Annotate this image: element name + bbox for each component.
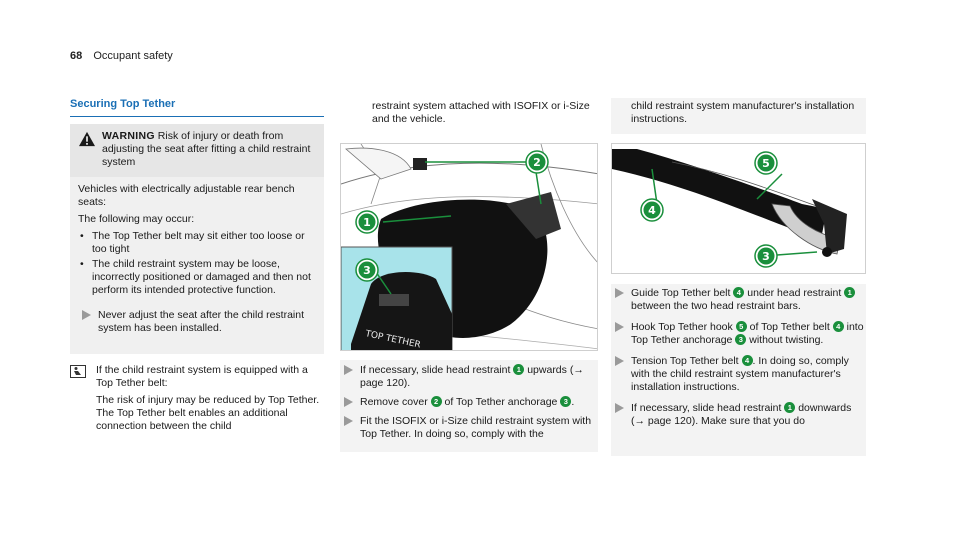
callout-1-label: 1 [363,216,371,229]
callout-4: 4 [640,198,664,222]
warning-triangle-icon [79,131,95,147]
note-line-1: If the child restraint system is equippe… [96,364,308,389]
step-item: If necessary, slide head restraint 1 upw… [340,364,598,390]
step-text: Hook Top Tether hook [631,321,736,333]
step-arrow-icon [615,322,624,332]
section-name: Occupant safety [93,50,173,62]
step-text: Guide Top Tether belt [631,287,734,299]
callout-3-label: 3 [363,264,371,277]
step-item: Guide Top Tether belt 4 under head restr… [611,287,866,313]
callout-ref: 1 [844,287,856,298]
warning-bullets: The Top Tether belt may sit either too l… [78,230,316,297]
headrest-drawing: TOP TETHER 1 2 3 [341,144,597,350]
warning-head-text: WARNING Risk of injury or death from adj… [102,130,316,169]
step-item: Fit the ISOFIX or i-Size child restraint… [340,415,598,441]
step-text: of Top Tether anchorage [441,396,561,408]
step-item: Tension Top Tether belt 4. In doing so, … [611,355,866,394]
callout-ref: 3 [560,396,572,407]
callout-ref: 4 [733,287,745,298]
step-text: Fit the ISOFIX or i-Size child restraint… [360,415,592,440]
step-text: into Top Tether anchorage [631,321,864,346]
step-text: of Top Tether belt [746,321,833,333]
page-header: 68 Occupant safety [70,50,173,62]
callout-3b-label: 3 [762,250,770,263]
callout-5-label: 5 [762,157,770,170]
warning-step-text: Never adjust the seat after the child re… [98,309,305,334]
warning-box: WARNING Risk of injury or death from adj… [70,124,324,354]
callout-ref: 1 [784,402,796,413]
callout-ref: 3 [735,334,747,345]
callout-2: 2 [525,150,549,174]
warning-lead: The following may occur: [78,213,195,225]
step-text: Remove cover [360,396,431,408]
column-2-continuation: restraint system attached with ISOFIX or… [372,100,590,125]
list-item: The Top Tether belt may sit either too l… [78,230,316,256]
step-arrow-icon [344,416,353,426]
child-seat-icon [70,365,86,378]
column-3-continuation-box: child restraint system manufacturer's in… [611,98,866,134]
callout-ref: 4 [832,321,844,332]
warning-header: WARNING Risk of injury or death from adj… [70,124,324,177]
callout-ref: 1 [513,364,525,375]
callout-ref: 2 [430,396,442,407]
tether-drawing: 4 5 3 [612,149,847,268]
column-3-steps: Guide Top Tether belt 4 under head restr… [611,284,866,456]
step-text: without twisting. [746,334,824,346]
warning-intro: Vehicles with electrically adjustable re… [78,183,295,208]
step-item: Hook Top Tether hook 5 of Top Tether bel… [611,321,866,347]
section-title: Securing Top Tether [70,98,324,117]
step-text: under head restraint [744,287,845,299]
step-text: between the two head restraint bars. [631,300,801,312]
step-item: Remove cover 2 of Top Tether anchorage 3… [340,396,598,409]
warning-risk-text: Risk of injury or death from adjusting t… [102,130,311,168]
step-text: If necessary, slide head restraint [631,402,785,414]
step-item: If necessary, slide head restraint 1 dow… [611,402,866,428]
step-arrow-icon [344,365,353,375]
callout-ref: 4 [741,355,753,366]
column-2: restraint system attached with ISOFIX or… [340,98,598,126]
environmental-note: If the child restraint system is equippe… [70,364,324,437]
column-2-steps: If necessary, slide head restraint 1 upw… [340,360,598,452]
warning-body: Vehicles with electrically adjustable re… [70,177,324,341]
warning-label: WARNING [102,130,155,142]
callout-3: 3 [355,258,379,282]
callout-1: 1 [355,210,379,234]
step-arrow-icon [615,403,624,413]
step-arrow-icon [82,310,91,320]
step-text: Tension Top Tether belt [631,355,742,367]
callout-3b: 3 [754,244,778,268]
step-text: upwards (→ page 120). [360,364,584,389]
step-text: If necessary, slide head restraint [360,364,514,376]
column-3-continuation: child restraint system manufacturer's in… [631,100,855,125]
callout-4-label: 4 [648,204,656,217]
step-text: downwards (→ page 120). Make sure that y… [631,402,852,427]
step-text: . In doing so, comply with the child res… [631,355,849,393]
step-text: . [571,396,575,408]
step-arrow-icon [615,288,624,298]
headrest-illustration: TOP TETHER 1 2 3 [340,143,598,351]
callout-5: 5 [754,151,778,175]
tether-belt-illustration: 4 5 3 [611,143,866,274]
note-line-2: The risk of injury may be reduced by Top… [96,394,320,432]
list-item: The child restraint system may be loose,… [78,258,316,297]
callout-2-label: 2 [533,156,541,169]
page-number: 68 [70,50,83,62]
step-arrow-icon [615,356,624,366]
warning-step: Never adjust the seat after the child re… [78,309,316,335]
step-arrow-icon [344,397,353,407]
callout-ref: 5 [735,321,747,332]
